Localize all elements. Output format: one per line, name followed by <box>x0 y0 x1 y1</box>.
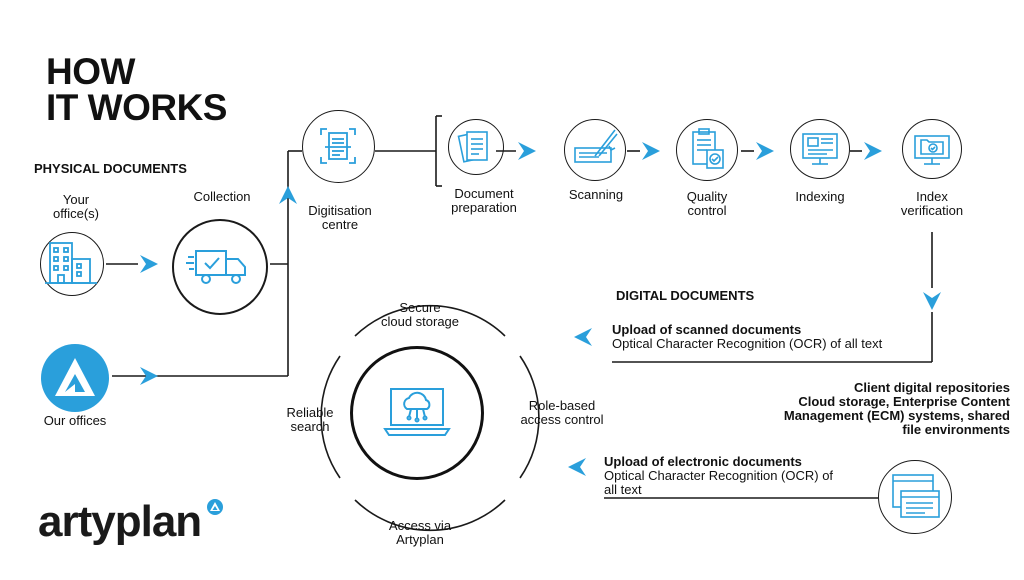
browser-windows-icon <box>892 474 940 518</box>
role-line-1: Role-based <box>528 398 596 413</box>
centre-line-1: Digitisation <box>308 203 372 218</box>
your-offices-label: Your office(s) <box>40 193 112 221</box>
our-offices-node <box>41 344 109 412</box>
document-preparation-node <box>448 119 504 175</box>
upload-electronic-title: Upload of electronic documents <box>604 454 802 469</box>
step-4-line-1: Indexing <box>795 189 845 204</box>
step-3-line-1: Quality <box>686 189 728 204</box>
cloud-laptop-icon <box>383 388 451 436</box>
document-preparation-label: Document preparation <box>436 187 532 215</box>
centre-line-2: centre <box>321 217 359 232</box>
access-line-2: Artyplan <box>396 532 444 547</box>
step-5-line-2: verification <box>900 203 964 218</box>
physical-documents-heading: PHYSICAL DOCUMENTS <box>34 161 187 176</box>
access-via-artyplan-label: Access via Artyplan <box>370 519 470 547</box>
repositories-line-2: Cloud storage, Enterprise Content <box>798 394 1010 409</box>
upload-scanned-desc: Optical Character Recognition (OCR) of a… <box>612 336 883 351</box>
upload-electronic-desc-2: all text <box>604 482 642 497</box>
search-line-2: search <box>290 419 330 434</box>
scanning-label: Scanning <box>556 188 636 202</box>
our-offices-label: Our offices <box>43 413 107 428</box>
repositories-line-1: Client digital repositories <box>853 380 1010 395</box>
your-offices-line-1: Your <box>62 192 90 207</box>
collection-label: Collection <box>193 189 251 204</box>
clipboard-icon <box>692 128 724 169</box>
repositories-line-4: file environments <box>902 422 1010 437</box>
indexing-label: Indexing <box>780 190 860 204</box>
step-3-line-2: control <box>687 203 727 218</box>
electronic-documents-node <box>878 460 952 534</box>
scanning-icon <box>574 129 618 163</box>
step-2-line-1: Scanning <box>568 187 624 202</box>
digitisation-centre-label: Digitisation centre <box>298 204 382 232</box>
title-line-2: IT WORKS <box>46 87 227 128</box>
upload-electronic-block: Upload of electronic documents Optical C… <box>604 455 833 497</box>
search-line-1: Reliable <box>286 405 334 420</box>
client-repositories-block: Client digital repositories Cloud storag… <box>750 381 1010 437</box>
page-title: HOW IT WORKS <box>46 51 227 128</box>
upload-scanned-block: Upload of scanned documents Optical Char… <box>612 323 882 351</box>
title-line-1: HOW <box>46 51 135 92</box>
collection-node <box>172 219 268 315</box>
delivery-truck-icon <box>186 250 246 284</box>
indexing-node <box>790 119 850 179</box>
index-verification-node <box>902 119 962 179</box>
quality-control-label: Quality control <box>664 190 750 218</box>
building-icon <box>45 242 98 285</box>
index-verification-label: Index verification <box>886 190 978 218</box>
quality-control-node <box>676 119 738 181</box>
role-based-access-label: Role-based access control <box>512 399 612 427</box>
folder-check-icon <box>914 135 950 165</box>
step-1-line-1: Document <box>454 186 514 201</box>
upload-scanned-title: Upload of scanned documents <box>612 322 802 337</box>
repositories-line-3: Management (ECM) systems, shared <box>783 408 1010 423</box>
role-line-2: access control <box>520 412 604 427</box>
cloud-platform-node <box>350 346 484 480</box>
reliable-search-label: Reliable search <box>270 406 350 434</box>
secure-cloud-storage-label: Secure cloud storage <box>370 301 470 329</box>
your-offices-line-2: office(s) <box>53 206 99 221</box>
secure-line-2: cloud storage <box>380 314 460 329</box>
document-scan-icon <box>320 128 356 164</box>
access-line-1: Access via <box>388 518 452 533</box>
monitor-icon <box>802 133 838 165</box>
step-1-line-2: preparation <box>451 200 517 215</box>
digitisation-centre-node <box>302 110 375 183</box>
artyplan-symbol-icon <box>55 358 95 396</box>
your-offices-node <box>40 232 104 296</box>
scanning-node <box>564 119 626 181</box>
logo-symbol-icon <box>207 499 223 515</box>
artyplan-logo: artyplan <box>38 497 202 546</box>
secure-line-1: Secure <box>399 300 441 315</box>
step-5-line-1: Index <box>916 189 948 204</box>
upload-electronic-desc-1: Optical Character Recognition (OCR) of <box>604 468 834 483</box>
digital-documents-heading: DIGITAL DOCUMENTS <box>616 288 755 303</box>
documents-icon <box>457 131 488 163</box>
